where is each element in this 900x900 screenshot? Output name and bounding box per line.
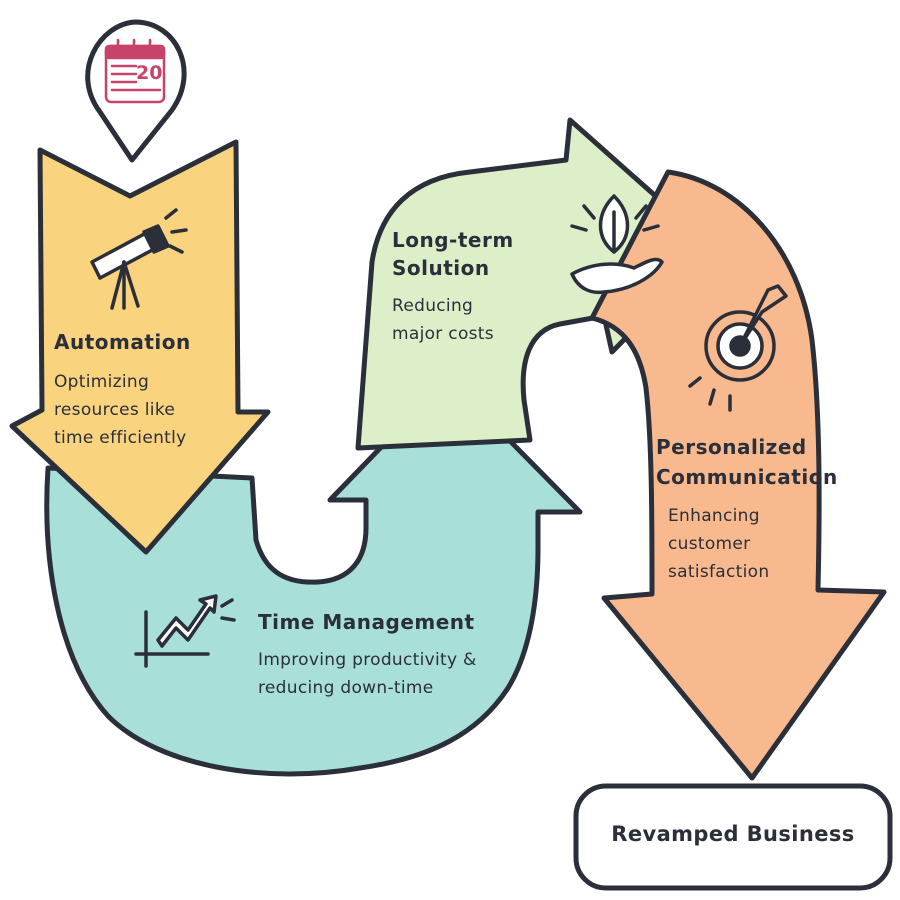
time-management-description: Improving productivity & reducing down-t… xyxy=(258,650,477,698)
calendar-icon xyxy=(104,38,166,104)
automation-arrow xyxy=(9,139,271,555)
time-management-title: Time Management xyxy=(258,610,475,634)
long-term-solution-description: Reducing major costs xyxy=(392,296,494,344)
revamped-business-label: Revamped Business xyxy=(611,822,855,846)
automation-description: Optimizing resources like time efficient… xyxy=(54,372,187,448)
calendar-day: 20 xyxy=(136,62,163,84)
personalized-communication-arrow xyxy=(589,169,887,781)
leaf-hand-icon xyxy=(570,194,664,295)
revamped-business-box xyxy=(573,783,893,891)
automation-title: Automation xyxy=(54,330,191,354)
long-term-solution-title: Long-term Solution xyxy=(392,228,514,280)
personalized-communication-description: Enhancing customer satisfaction xyxy=(668,506,770,582)
personalized-communication-title: Personalized Communication xyxy=(656,435,838,489)
telescope-icon xyxy=(90,208,188,310)
target-icon xyxy=(688,284,788,412)
long-term-arrow xyxy=(355,117,717,451)
growth-chart-icon xyxy=(134,594,236,668)
